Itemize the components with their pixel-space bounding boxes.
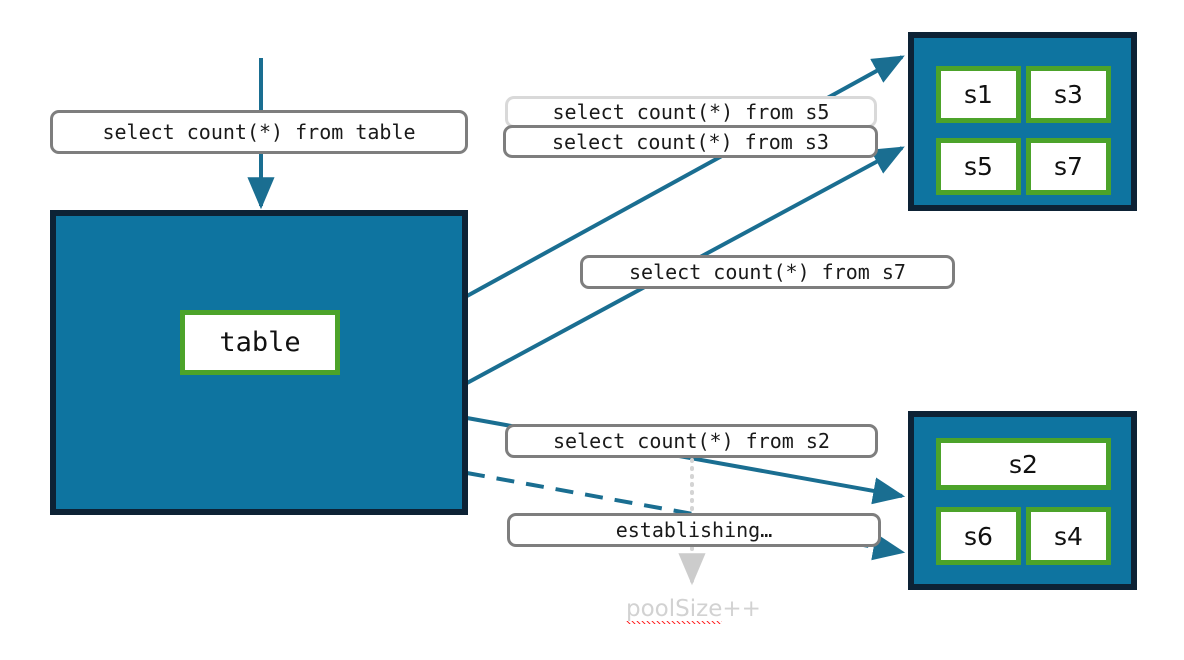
label-query-s3[interactable]: select count(*) from s3 — [503, 125, 878, 158]
pool-node-s6[interactable]: s6 — [936, 507, 1021, 565]
label-query-s2[interactable]: select count(*) from s2 — [505, 424, 878, 458]
poolsize-word: poolSize — [626, 596, 723, 624]
pool-node-s3[interactable]: s3 — [1026, 66, 1111, 123]
pool-node-s7[interactable]: s7 — [1026, 138, 1111, 195]
pool-node-s4[interactable]: s4 — [1026, 507, 1111, 565]
poolsize-suffix: ++ — [722, 596, 761, 622]
label-query-table[interactable]: select count(*) from table — [50, 110, 468, 154]
pool-node-s1[interactable]: s1 — [936, 66, 1021, 123]
table-node[interactable]: table — [180, 310, 340, 375]
label-establishing[interactable]: establishing… — [507, 513, 881, 547]
pool-node-s2[interactable]: s2 — [936, 438, 1111, 490]
pool-node-s5[interactable]: s5 — [936, 138, 1021, 195]
label-query-s7[interactable]: select count(*) from s7 — [580, 255, 955, 289]
label-query-s5[interactable]: select count(*) from s5 — [505, 96, 877, 128]
poolsize-annotation: poolSize++ — [626, 596, 761, 624]
